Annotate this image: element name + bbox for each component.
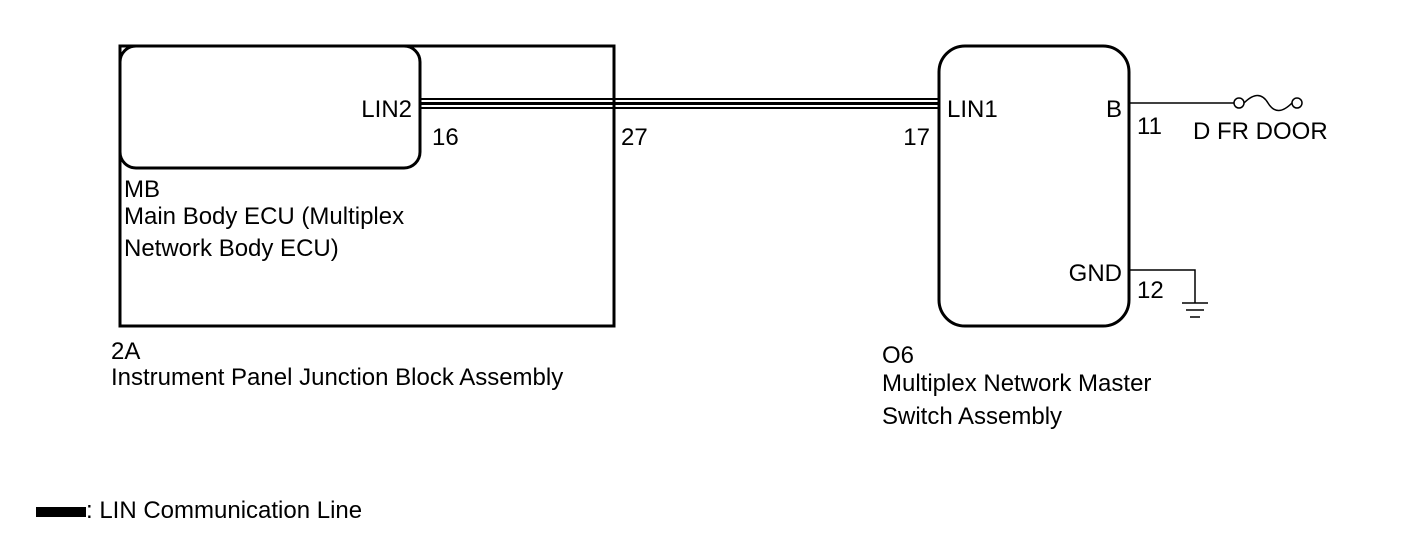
switch-name-line1: Multiplex Network Master <box>882 370 1152 397</box>
fuse-icon <box>1233 94 1303 112</box>
ground-icon <box>1182 302 1208 318</box>
switch-terminal-11: 11 <box>1137 113 1162 140</box>
switch-pin-gnd: GND <box>1068 260 1122 287</box>
ground-wire <box>1129 269 1196 303</box>
ecu-pin-lin2: LIN2 <box>361 96 412 123</box>
junction-name: Instrument Panel Junction Block Assembly <box>111 364 564 391</box>
fuse-label: D FR DOOR <box>1193 118 1328 145</box>
master-switch-box <box>937 44 1131 328</box>
switch-terminal-17: 17 <box>903 124 930 151</box>
switch-code: O6 <box>882 342 915 369</box>
ecu-code: MB <box>124 176 160 203</box>
ecu-terminal-16: 16 <box>432 124 459 151</box>
junction-code: 2A <box>111 338 141 365</box>
switch-terminal-12: 12 <box>1137 277 1164 304</box>
ecu-name-line1: Main Body ECU (Multiplex <box>124 203 405 230</box>
junction-terminal-27: 27 <box>621 124 648 151</box>
junction-block-box <box>118 44 616 328</box>
lin-communication-line <box>420 98 939 109</box>
switch-pin-lin1: LIN1 <box>947 96 998 123</box>
switch-name-line2: Switch Assembly <box>882 403 1063 430</box>
switch-pin-b: B <box>1105 96 1122 123</box>
legend-text: : LIN Communication Line <box>86 497 363 524</box>
ecu-name-line2: Network Body ECU) <box>124 235 339 262</box>
lin-line-swatch-icon <box>36 507 86 517</box>
